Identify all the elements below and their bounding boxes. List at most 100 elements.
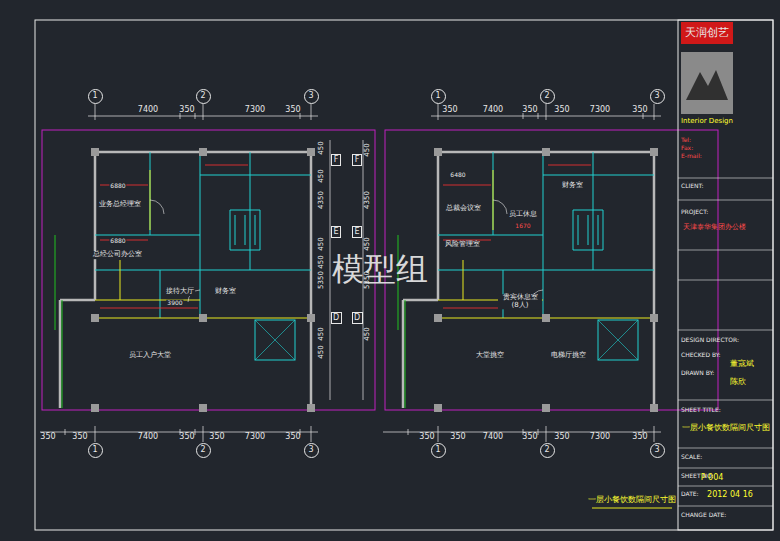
title-block-text: DATE:	[681, 491, 699, 498]
axis-circle: 3	[650, 89, 665, 104]
axis-circle: 2	[196, 89, 211, 104]
dimension-text: 3900	[166, 300, 183, 307]
axis-circle: 1	[88, 89, 103, 104]
axis-label: E	[333, 228, 338, 236]
axis-circle: 1	[431, 443, 446, 458]
dimension-text: 350	[442, 106, 457, 115]
axis-label: D	[333, 314, 339, 322]
axis-tag: F	[352, 154, 362, 166]
dimension-text: 350	[179, 106, 194, 115]
axis-circle: 1	[431, 89, 446, 104]
axis-label: 3	[654, 446, 659, 454]
dimension-text: 350	[554, 106, 569, 115]
title-block-text: 陈欣	[730, 378, 746, 387]
axis-label: 3	[654, 92, 659, 100]
dimension-text: 7400	[138, 433, 158, 442]
axis-label: 2	[544, 92, 549, 100]
dimension-text: 5350	[318, 271, 326, 289]
room-name: 总裁会议室	[445, 205, 482, 213]
watermark: 模型组	[332, 252, 428, 287]
title-block-text: 天津泰华集团办公楼	[683, 224, 746, 232]
title-block-text: DRAWN BY:	[681, 370, 714, 377]
axis-label: 1	[92, 92, 97, 100]
title-block-text: PROJECT:	[681, 209, 708, 216]
dimension-text: 7300	[245, 106, 265, 115]
axis-label: 1	[435, 92, 440, 100]
title-block-text: 一层小餐饮数隔间尺寸图	[682, 424, 770, 433]
axis-circle: 2	[540, 89, 555, 104]
room-name: 风险管理室	[444, 241, 481, 249]
axis-label: 2	[544, 446, 549, 454]
title-block-text: CHECKED BY:	[681, 352, 721, 359]
title-block-text: E-mail:	[681, 153, 702, 160]
axis-label: 3	[308, 446, 313, 454]
dimension-text: 7400	[483, 106, 503, 115]
axis-label: 2	[200, 92, 205, 100]
title-block-text: CHANGE DATE:	[681, 512, 726, 519]
axis-label: F	[334, 156, 339, 164]
dimension-text: 450	[364, 237, 372, 250]
dimension-text: 450	[364, 327, 372, 340]
title-block-text: Fax:	[681, 145, 693, 152]
axis-circle: 3	[650, 443, 665, 458]
axis-label: E	[354, 228, 359, 236]
dimension-text: 350	[285, 106, 300, 115]
dimension-text: 350	[632, 433, 647, 442]
axis-tag: D	[352, 312, 363, 324]
title-block-text: 2012 04 16	[707, 491, 753, 500]
axis-tag: F	[331, 154, 341, 166]
axis-circle: 3	[304, 443, 319, 458]
axis-label: D	[354, 314, 360, 322]
title-block-text: SCALE:	[681, 454, 702, 461]
room-name: 财务室	[214, 288, 237, 296]
room-name: 员工入户大堂	[128, 352, 172, 360]
dimension-text: 350	[632, 106, 647, 115]
dimension-text: 450	[364, 143, 372, 156]
title-block-text: DESIGN DIRECTOR:	[681, 337, 739, 344]
dimension-text: 350	[209, 433, 224, 442]
dimension-text: 6480	[449, 172, 466, 179]
title-block-text: P 004	[701, 474, 724, 483]
dimension-text: 450	[318, 327, 326, 340]
dimension-text: 7400	[483, 433, 503, 442]
dimension-text: 350	[450, 433, 465, 442]
room-name: 大堂挑空	[475, 352, 505, 360]
room-name: 员工休息	[508, 211, 538, 219]
axis-label: 2	[200, 446, 205, 454]
room-name: 财务室	[561, 182, 584, 190]
axis-circle: 3	[304, 89, 319, 104]
dimension-text: 350	[522, 433, 537, 442]
axis-label: 1	[92, 446, 97, 454]
title-block-text: CLIENT:	[681, 183, 704, 190]
title-block-text: 天润创艺	[685, 27, 729, 39]
room-name: 接待大厅	[165, 288, 195, 296]
dimension-text: 6880	[109, 238, 126, 245]
room-name: 贵宾休息室 (8人)	[498, 294, 542, 309]
dimension-text: 6880	[109, 183, 126, 190]
axis-tag: E	[331, 226, 341, 238]
room-name: 电梯厅挑空	[550, 352, 587, 360]
dimension-text: 450	[318, 237, 326, 250]
dimension-text: 7300	[245, 433, 265, 442]
axis-circle: 2	[196, 443, 211, 458]
dimension-text: 350	[40, 433, 55, 442]
axis-tag: D	[331, 312, 342, 324]
dimension-text: 350	[419, 433, 434, 442]
axis-circle: 1	[88, 443, 103, 458]
dimension-text: 1670	[514, 223, 531, 230]
room-name: 总经公司办公室	[92, 251, 143, 259]
dimension-text: 350	[554, 433, 569, 442]
dimension-text: 350	[285, 433, 300, 442]
title-block-text: Interior Design	[681, 118, 733, 126]
axis-label: 1	[435, 446, 440, 454]
dimension-text: 7300	[590, 433, 610, 442]
dimension-text: 350	[179, 433, 194, 442]
title-block-text: Tel:	[681, 137, 691, 144]
dimension-text: 450	[318, 255, 326, 268]
dimension-text: 450	[318, 169, 326, 182]
dimension-text: 7300	[590, 106, 610, 115]
title-block-text: 董寇斌	[730, 360, 754, 369]
room-name: 业务总经理室	[98, 201, 142, 209]
axis-circle: 2	[540, 443, 555, 458]
title-block-text: SHEET TITLE:	[681, 407, 721, 414]
